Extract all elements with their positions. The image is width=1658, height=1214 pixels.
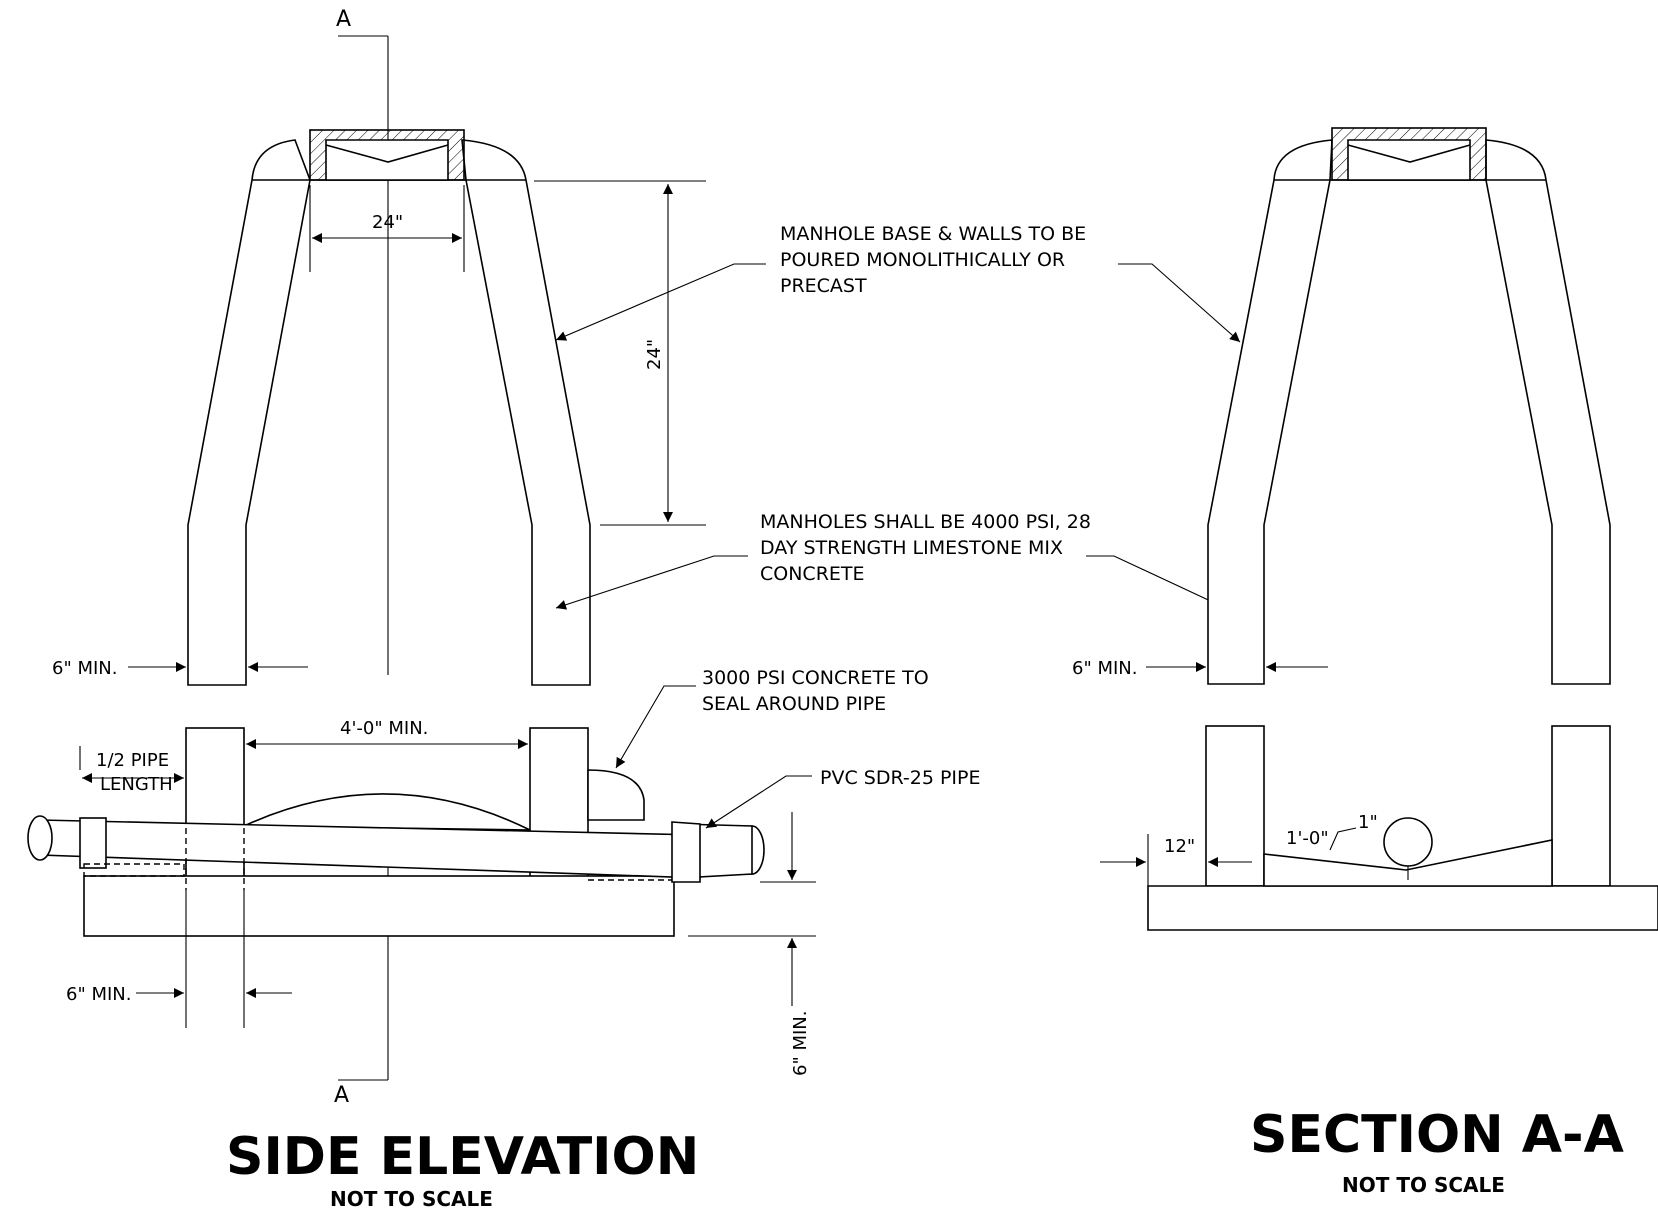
seal-concrete (587, 769, 645, 821)
section-pipe (1383, 817, 1433, 867)
side-elevation-view: A A 24" 24" 6" MIN. (27, 7, 816, 1211)
cone-wall-right (461, 139, 591, 686)
dim-wall-min-label: 6" MIN. (52, 658, 117, 679)
section-mark-top: A (336, 7, 351, 32)
pvc-pipe (39, 819, 701, 879)
note-seal-line1: 3000 PSI CONCRETE TO (702, 667, 929, 689)
bench-fill (243, 793, 531, 831)
manhole-cover (325, 139, 449, 181)
section-dim-1ft-label: 1'-0" (1286, 828, 1329, 849)
section-dim-12-label: 12" (1164, 836, 1195, 857)
note-pipe: PVC SDR-25 PIPE (820, 767, 980, 789)
cone-wall-left (187, 139, 311, 686)
side-elevation-title: SIDE ELEVATION (226, 1127, 699, 1187)
note-psi-line1: MANHOLES SHALL BE 4000 PSI, 28 (760, 511, 1091, 533)
section-aa-title: SECTION A-A (1250, 1105, 1624, 1165)
dim-half-pipe-label-2: LENGTH (100, 774, 173, 795)
base-slab (83, 875, 675, 937)
section-cone-wall-left (1207, 139, 1333, 685)
pipe-bell-right (671, 821, 701, 883)
note-seal-line2: SEAL AROUND PIPE (702, 693, 886, 715)
side-elevation-subtitle: NOT TO SCALE (330, 1187, 493, 1211)
riser-wall-left (185, 727, 245, 891)
section-cone-wall-right (1485, 139, 1611, 685)
pipe-bell-left (79, 817, 107, 869)
note-psi-line3: CONCRETE (760, 563, 865, 585)
dim-base-depth-label: 6" MIN. (790, 1011, 811, 1076)
section-riser-right (1551, 725, 1611, 887)
section-dim-wall-min-label: 6" MIN. (1072, 658, 1137, 679)
dim-opening-label: 24" (372, 212, 403, 233)
dim-half-pipe-label-1: 1/2 PIPE (96, 750, 169, 771)
dim-cone-height-label: 24" (644, 339, 665, 370)
section-dim-1in-label: 1" (1358, 812, 1378, 833)
note-walls-line2: POURED MONOLITHICALLY OR (780, 249, 1065, 271)
section-mark-bottom: A (334, 1083, 349, 1108)
note-psi-line2: DAY STRENGTH LIMESTONE MIX (760, 537, 1063, 559)
section-bench (1263, 839, 1553, 887)
dim-inside-width-label: 4'-0" MIN. (340, 718, 428, 739)
section-base-slab (1147, 885, 1658, 931)
note-walls-line1: MANHOLE BASE & WALLS TO BE (780, 223, 1086, 245)
dim-base-min-label: 6" MIN. (66, 984, 131, 1005)
notes: MANHOLE BASE & WALLS TO BE POURED MONOLI… (555, 223, 1241, 829)
note-walls-line3: PRECAST (780, 275, 867, 297)
section-aa-subtitle: NOT TO SCALE (1342, 1173, 1505, 1197)
section-aa-view: 6" MIN. 12" 1'-0" 1" SECTION A-A NOT TO … (1072, 127, 1658, 1197)
